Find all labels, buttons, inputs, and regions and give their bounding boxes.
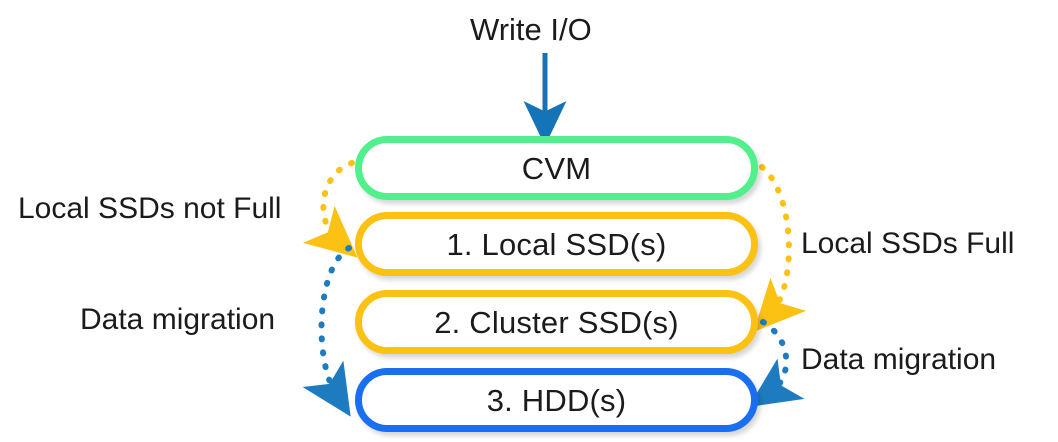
local-ssds-not-full-arrow	[302, 160, 358, 258]
tier-label-cluster-ssd: 2. Cluster SSD(s)	[434, 304, 679, 340]
tier-box-hdd[interactable]: 3. HDD(s)	[355, 368, 758, 432]
write-io-title: Write I/O	[470, 12, 592, 47]
edge-label-local-ssds-full: Local SSDs Full	[801, 227, 1015, 260]
tier-box-local-ssd[interactable]: 1. Local SSD(s)	[355, 212, 758, 276]
tier-box-cluster-ssd[interactable]: 2. Cluster SSD(s)	[355, 290, 758, 354]
edge-label-data-migration-left: Data migration	[80, 303, 276, 336]
data-migration-right-arrow	[748, 319, 805, 408]
edge-label-data-migration-right: Data migration	[801, 343, 997, 376]
local-ssds-full-arrow	[753, 164, 807, 332]
edge-label-local-ssds-not-full: Local SSDs not Full	[18, 192, 282, 225]
tier-label-local-ssd: 1. Local SSD(s)	[446, 226, 667, 262]
tier-box-cvm[interactable]: CVM	[355, 136, 758, 200]
data-migration-left-arrow	[302, 245, 352, 417]
tier-label-cvm: CVM	[521, 150, 592, 186]
tier-label-hdd: 3. HDD(s)	[486, 382, 627, 418]
